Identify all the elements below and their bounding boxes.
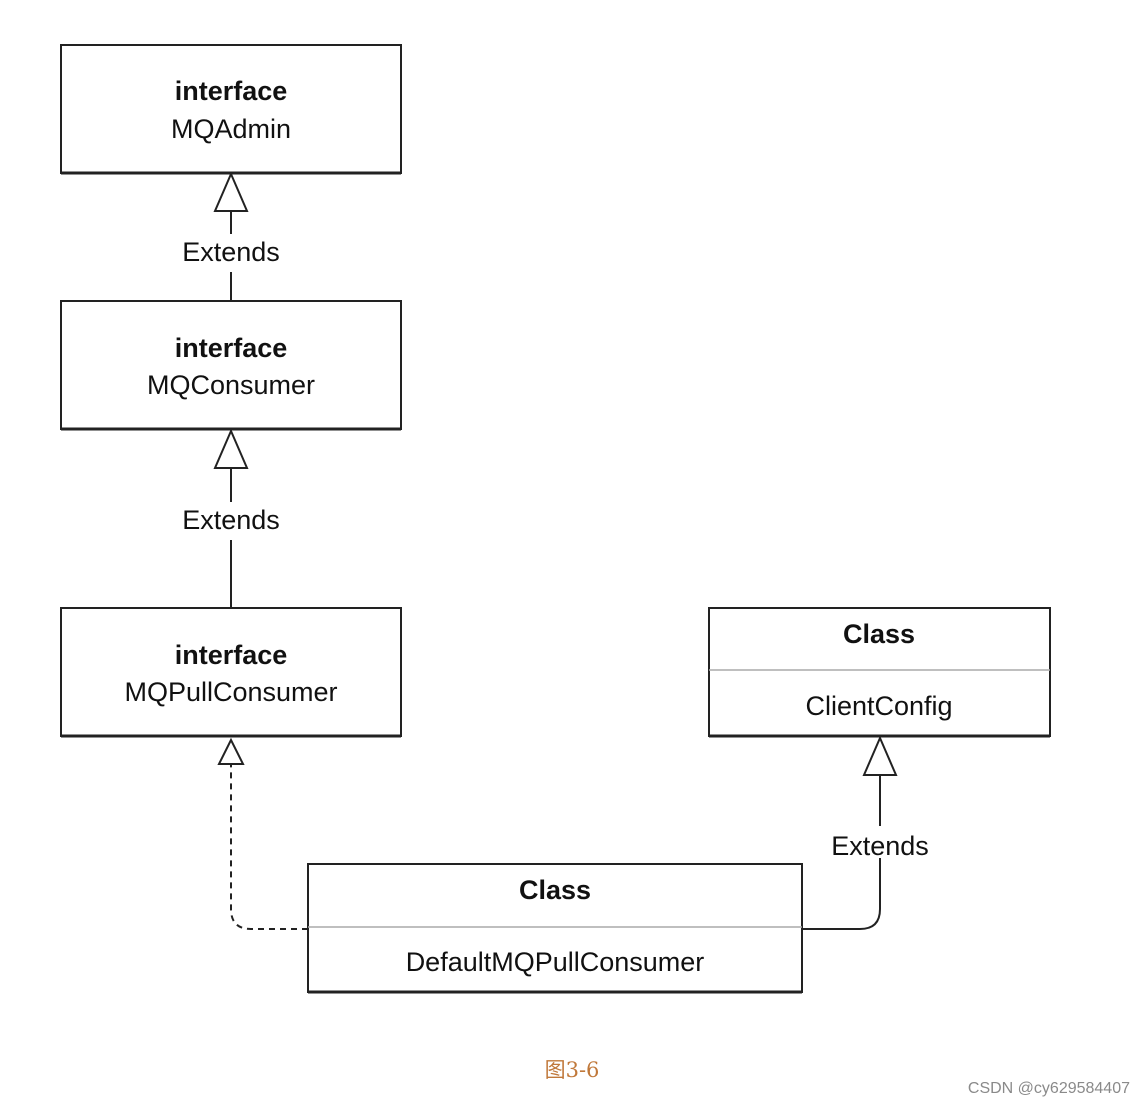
node-name: ClientConfig: [805, 691, 952, 721]
inheritance-arrowhead-icon: [862, 735, 898, 776]
node-stereotype: interface: [175, 333, 288, 363]
node-name: MQAdmin: [171, 114, 291, 144]
node-box: [60, 44, 402, 174]
node-box: [60, 607, 402, 737]
node-stereotype: Class: [519, 875, 591, 905]
watermark: CSDN @cy629584407: [967, 1080, 1130, 1097]
inheritance-arrowhead-icon: [213, 428, 249, 469]
node-stereotype: interface: [175, 76, 288, 106]
node-defaultmqpullconsumer: Class DefaultMQPullConsumer: [307, 863, 803, 994]
node-name: DefaultMQPullConsumer: [406, 947, 705, 977]
node-box: [60, 300, 402, 430]
node-name: MQConsumer: [147, 370, 315, 400]
figure-caption: 图3-6: [544, 1058, 600, 1082]
edge-default-implements-pullconsumer: [217, 737, 308, 930]
node-stereotype: Class: [843, 619, 915, 649]
edge-label: Extends: [182, 505, 280, 535]
edge-label: Extends: [182, 237, 280, 267]
edge-pullconsumer-extends-consumer: Extends: [182, 428, 280, 608]
edge-label: Extends: [831, 831, 929, 861]
edge-line-dashed: [230, 764, 308, 930]
edge-default-extends-clientconfig: Extends: [802, 735, 929, 930]
node-mqpullconsumer: interface MQPullConsumer: [60, 607, 402, 738]
node-stereotype: interface: [175, 640, 288, 670]
node-mqconsumer: interface MQConsumer: [60, 300, 402, 431]
node-name: MQPullConsumer: [124, 677, 337, 707]
node-clientconfig: Class ClientConfig: [708, 607, 1051, 738]
node-mqadmin: interface MQAdmin: [60, 44, 402, 175]
edge-consumer-extends-admin: Extends: [182, 171, 280, 301]
edge-line: [802, 858, 881, 930]
inheritance-arrowhead-icon: [213, 171, 249, 212]
node-box: [708, 607, 1051, 737]
realization-arrowhead-icon: [217, 737, 245, 765]
